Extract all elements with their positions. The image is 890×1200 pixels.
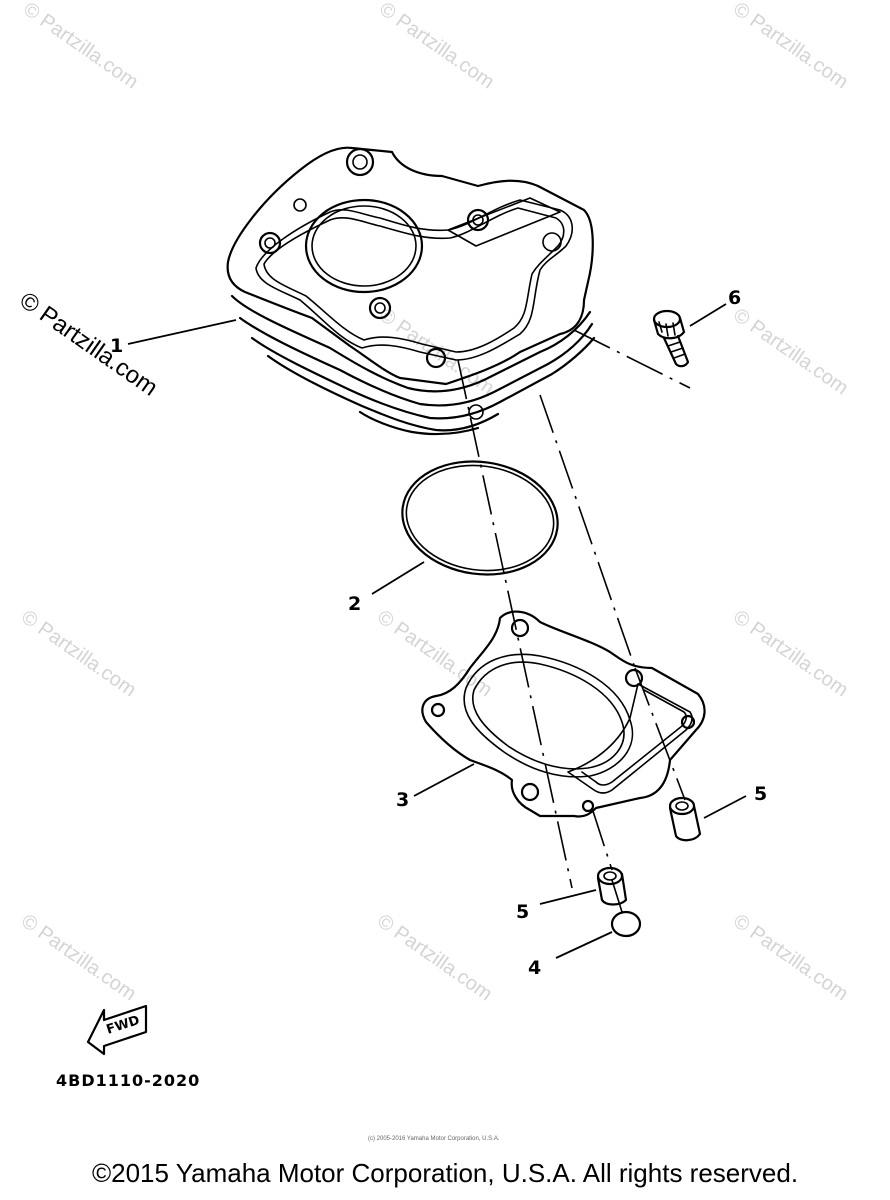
watermark-10: © Partzilla.com [373, 910, 496, 1005]
dowel-pin-upper[interactable] [668, 796, 702, 842]
callout-1: 1 [110, 335, 123, 357]
diagram-code: 4BD1110-2020 [56, 1071, 200, 1090]
o-ring[interactable] [395, 452, 565, 585]
watermark-main: © Partzilla.com [15, 287, 163, 402]
fwd-label: FWD [105, 1013, 142, 1038]
cylinder-gasket[interactable] [421, 610, 706, 818]
callout-2: 2 [348, 593, 361, 615]
watermark-7: © Partzilla.com [373, 606, 496, 701]
callout-4: 4 [528, 957, 541, 979]
small-copyright: (c) 2005-2016 Yamaha Motor Corporation, … [368, 1136, 500, 1142]
bolt[interactable] [652, 309, 690, 368]
watermark-6: © Partzilla.com [17, 606, 140, 701]
watermark-5: © Partzilla.com [729, 304, 852, 399]
watermark-9: © Partzilla.com [17, 910, 140, 1005]
forward-direction-arrow: FWD [86, 1004, 148, 1056]
watermark-11: © Partzilla.com [729, 910, 852, 1005]
watermarks: © Partzilla.com © Partzilla.com © Partzi… [17, 0, 852, 1005]
watermark-3: © Partzilla.com [729, 0, 852, 93]
watermark-1: © Partzilla.com [19, 0, 142, 93]
watermark-4: © Partzilla.com [375, 304, 498, 399]
plug[interactable] [610, 910, 642, 938]
cylinder-block[interactable] [226, 146, 596, 436]
watermark-8: © Partzilla.com [729, 606, 852, 701]
callout-5-lower: 5 [516, 901, 529, 923]
watermark-2: © Partzilla.com [375, 0, 498, 93]
dowel-pin-lower[interactable] [596, 866, 628, 906]
callout-5-upper: 5 [754, 783, 767, 805]
callouts: 1 2 3 4 5 5 6 [110, 287, 767, 979]
callout-6: 6 [728, 287, 741, 309]
callout-3: 3 [396, 789, 409, 811]
copyright-notice: ©2015 Yamaha Motor Corporation, U.S.A. A… [91, 1158, 799, 1188]
